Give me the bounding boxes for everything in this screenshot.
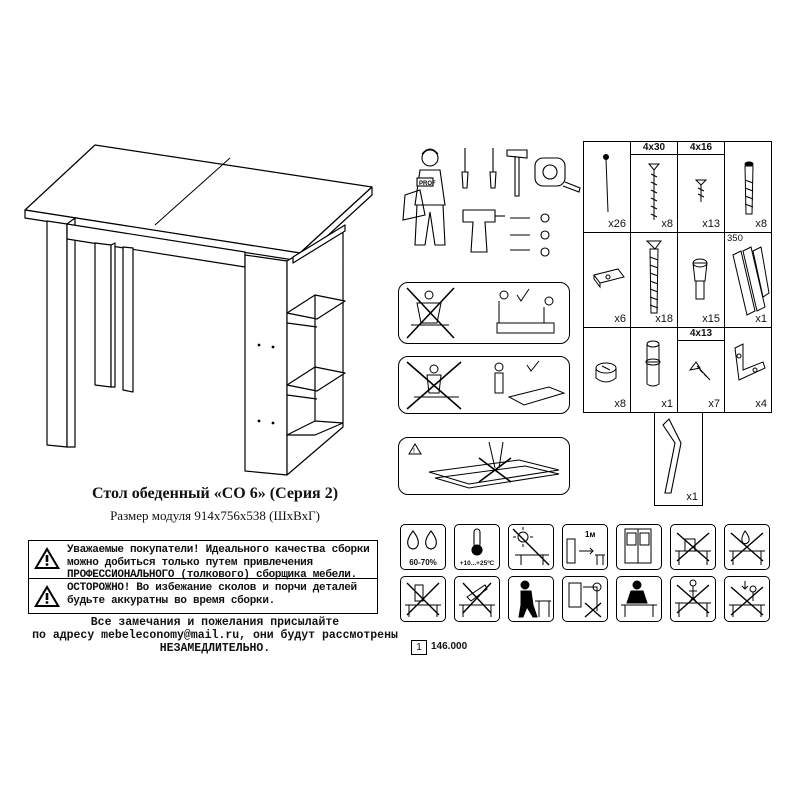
screw-bits-icon — [510, 217, 530, 251]
instruction-panel-protect: ! — [398, 437, 570, 495]
fitting-confirmat: x8 — [724, 141, 772, 233]
no-hanging-cell — [562, 576, 608, 622]
no-jumping-cell — [724, 576, 770, 622]
article-code: 146.000 — [431, 641, 468, 652]
no-knife-icon — [459, 582, 495, 617]
fitting-screw-4x16: 4x16 x13 — [677, 141, 725, 233]
tape-measure-icon — [534, 157, 566, 187]
no-hang-icon — [568, 582, 602, 618]
fitting-hex-key: x1 — [654, 412, 703, 506]
screwdriver-icon — [461, 148, 469, 189]
no-heavy-load-cell — [670, 524, 716, 570]
worker-icon — [421, 149, 439, 167]
humidity-cell: 60-70% — [400, 524, 446, 570]
no-stand-icon — [675, 579, 711, 617]
cam-lock-icon — [595, 362, 617, 383]
shelf-support-icon — [593, 268, 625, 289]
notice-box: Уважаемые покупатели! Идеального качеств… — [28, 540, 378, 614]
hammer-icon — [506, 149, 528, 159]
no-load-icon — [675, 532, 711, 565]
fittings-grid: x26 4x30 x8 4x16 x13 x8 x6 x18 x15 350 x… — [583, 141, 772, 413]
thermometer-icon — [471, 528, 483, 556]
cap-icon — [692, 258, 708, 300]
distance-cell: 1м — [562, 524, 608, 570]
svg-text:PROF: PROF — [419, 181, 436, 187]
table-illustration — [24, 144, 373, 476]
no-sitting-cell — [508, 576, 554, 622]
fitting-shelf-support: x6 — [583, 232, 631, 328]
instruction-panel-floor — [398, 356, 570, 414]
corner-bracket-icon — [734, 343, 766, 381]
two-person-lift-icon — [406, 287, 555, 339]
confirmat-icon — [744, 161, 754, 215]
wardrobe-icon — [624, 528, 652, 564]
svg-text:1м: 1м — [585, 530, 595, 539]
warning-icon — [34, 547, 60, 569]
no-chemicals-icon — [405, 582, 441, 617]
protect-surface-icon: ! — [408, 441, 560, 489]
long-screw-icon — [647, 163, 661, 220]
small-screw-icon — [688, 361, 711, 381]
no-jump-icon — [729, 581, 765, 617]
fitting-dowel: x1 — [630, 327, 678, 413]
svg-text:!: ! — [413, 448, 415, 455]
hex-key-icon — [662, 418, 682, 494]
product-title: Стол обеденный «СО 6» (Серия 2) — [91, 485, 339, 502]
no-sharp-tools-cell — [454, 576, 500, 622]
assemble-on-floor-icon — [406, 360, 566, 410]
fitting-corner-bracket: x4 — [724, 327, 772, 413]
fitting-screw-4x30: 4x30 x8 — [630, 141, 678, 233]
wardrobe-cell — [616, 524, 662, 570]
instruction-panel-lifting — [398, 282, 570, 344]
drawer-runner-icon — [732, 246, 770, 316]
product-size: Размер модуля 914х756х538 (ШхВхГ) — [110, 508, 320, 523]
care-icons: 60-70% +10...+25ºC 1м — [400, 524, 772, 624]
warning-icon — [34, 585, 60, 607]
no-sunlight-cell — [508, 524, 554, 570]
fitting-nail: x26 — [583, 141, 631, 233]
notice-caution: ОСТОРОЖНО! Во избежание сколов и порчи д… — [29, 579, 377, 615]
no-chemicals-cell — [400, 576, 446, 622]
no-climbing-cell — [616, 576, 662, 622]
tools-illustration: PROF — [402, 148, 581, 257]
humidity-icon — [407, 530, 437, 550]
notice-quality: Уважаемые покупатели! Идеального качеств… — [29, 541, 377, 581]
no-water-cell — [724, 524, 770, 570]
fitting-drawer-runner: 350 x1 — [724, 232, 772, 328]
person-icon — [518, 580, 551, 618]
no-climb-icon — [621, 580, 657, 617]
fitting-euroscrew: x18 — [630, 232, 678, 328]
no-water-icon — [729, 530, 765, 565]
short-screw-icon — [694, 179, 708, 202]
drill-icon — [462, 209, 496, 253]
fitting-cam-lock: x8 — [583, 327, 631, 413]
fitting-cap: x15 — [677, 232, 725, 328]
nail-icon — [603, 154, 609, 213]
fitting-screw-4x13: 4x13 x7 — [677, 327, 725, 413]
temperature-cell: +10...+25ºC — [454, 524, 500, 570]
heater-distance-icon: 1м — [566, 530, 605, 565]
feedback-text: Все замечания и пожелания присылайте по … — [32, 616, 398, 655]
box-count: 1 — [411, 640, 427, 655]
no-standing-cell — [670, 576, 716, 622]
euroscrew-icon — [645, 240, 662, 314]
dowel-icon — [645, 340, 661, 387]
sun-icon — [512, 527, 550, 566]
